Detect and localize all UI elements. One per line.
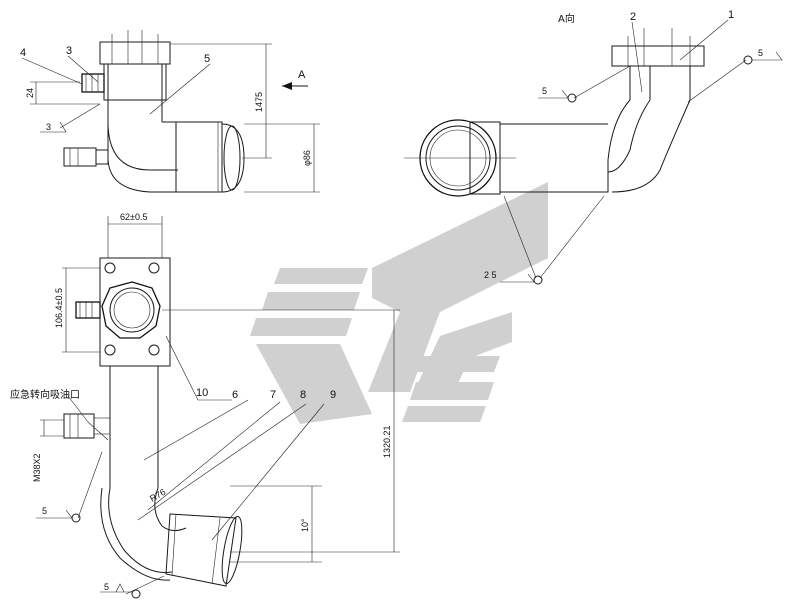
view-label-a: A向 — [558, 12, 575, 25]
arrow-label-a: A — [298, 69, 306, 81]
front-view — [36, 216, 400, 599]
dim-1320: 1320.21 — [382, 425, 392, 458]
dim-m38: M38X2 — [32, 453, 42, 482]
weld-bottom: 5 — [104, 582, 109, 592]
weld-top-right: 5 — [758, 48, 763, 58]
callout-5-side: 5 — [204, 53, 210, 65]
callout-1: 1 — [728, 9, 734, 21]
callout-7: 7 — [270, 389, 276, 401]
callout-9: 9 — [330, 389, 336, 401]
callout-10: 10 — [196, 387, 208, 399]
dim-1475: 1475 — [254, 92, 264, 112]
callout-4: 4 — [20, 47, 26, 59]
dim-1064: 106.4±0.5 — [54, 288, 64, 328]
dim-phi86: φ86 — [302, 150, 312, 166]
weld-a-view: 5 — [542, 86, 547, 96]
weld-top-left: 3 — [46, 122, 51, 132]
watermark-logo — [250, 182, 548, 424]
weld-bottom-left: 5 — [42, 506, 47, 516]
callout-3-top: 3 — [66, 45, 72, 57]
dim-62: 62±0.5 — [120, 212, 147, 222]
note-emergency-suction-port: 应急转向吸油口 — [10, 388, 80, 401]
dim-10deg: 10° — [300, 518, 310, 532]
dim-24: 24 — [25, 88, 35, 98]
callout-2: 2 — [630, 11, 636, 23]
side-view — [21, 30, 320, 193]
dim-r76: R76 — [148, 487, 167, 504]
a-view — [404, 19, 783, 285]
callout-6: 6 — [232, 389, 238, 401]
weld-center: 2 5 — [484, 270, 497, 280]
callout-8: 8 — [300, 389, 306, 401]
